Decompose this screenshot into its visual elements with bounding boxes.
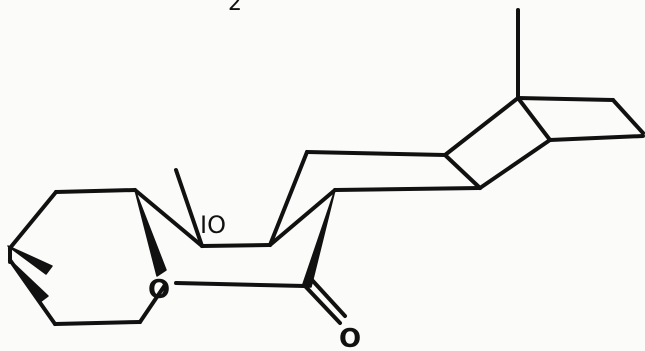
bond-m4 bbox=[268, 188, 337, 247]
wedge-bond-bridge-a bbox=[7, 245, 53, 275]
bond-r6 bbox=[478, 138, 552, 190]
bond-r2 bbox=[611, 98, 645, 135]
bond-b4 bbox=[138, 283, 167, 324]
bond-l2 bbox=[174, 281, 307, 288]
bond-b5 bbox=[53, 320, 142, 326]
bond-r7 bbox=[443, 153, 482, 190]
bond-r5 bbox=[548, 134, 645, 142]
methyl-bond-c10 bbox=[174, 168, 204, 248]
middle-ring-b bbox=[268, 150, 482, 247]
left-bicyclic-ring bbox=[7, 188, 204, 326]
carbonyl-double-bond-b bbox=[310, 278, 347, 318]
bond-b1 bbox=[133, 188, 204, 248]
bond-r4 bbox=[516, 96, 552, 142]
lactone-ring bbox=[174, 168, 347, 325]
label-carbonyl-oxygen: O bbox=[339, 324, 361, 351]
bond-m2 bbox=[268, 150, 309, 247]
label-top-fragment: 2 bbox=[228, 0, 242, 16]
bond-l1 bbox=[200, 243, 272, 248]
bond-m1 bbox=[305, 150, 447, 157]
wedge-bond-bridge-b bbox=[9, 259, 49, 303]
bond-m3 bbox=[333, 186, 482, 192]
bond-b2 bbox=[54, 188, 137, 194]
carbonyl-double-bond-a bbox=[303, 284, 342, 325]
label-position-10: IO bbox=[200, 211, 226, 239]
label-ring-oxygen: O bbox=[148, 275, 170, 305]
wedge-bond-ring-oxygen bbox=[134, 189, 167, 277]
bond-r3 bbox=[443, 96, 520, 157]
bond-b3 bbox=[8, 190, 58, 250]
bond-r1 bbox=[516, 96, 615, 102]
right-ring-a bbox=[443, 8, 645, 190]
